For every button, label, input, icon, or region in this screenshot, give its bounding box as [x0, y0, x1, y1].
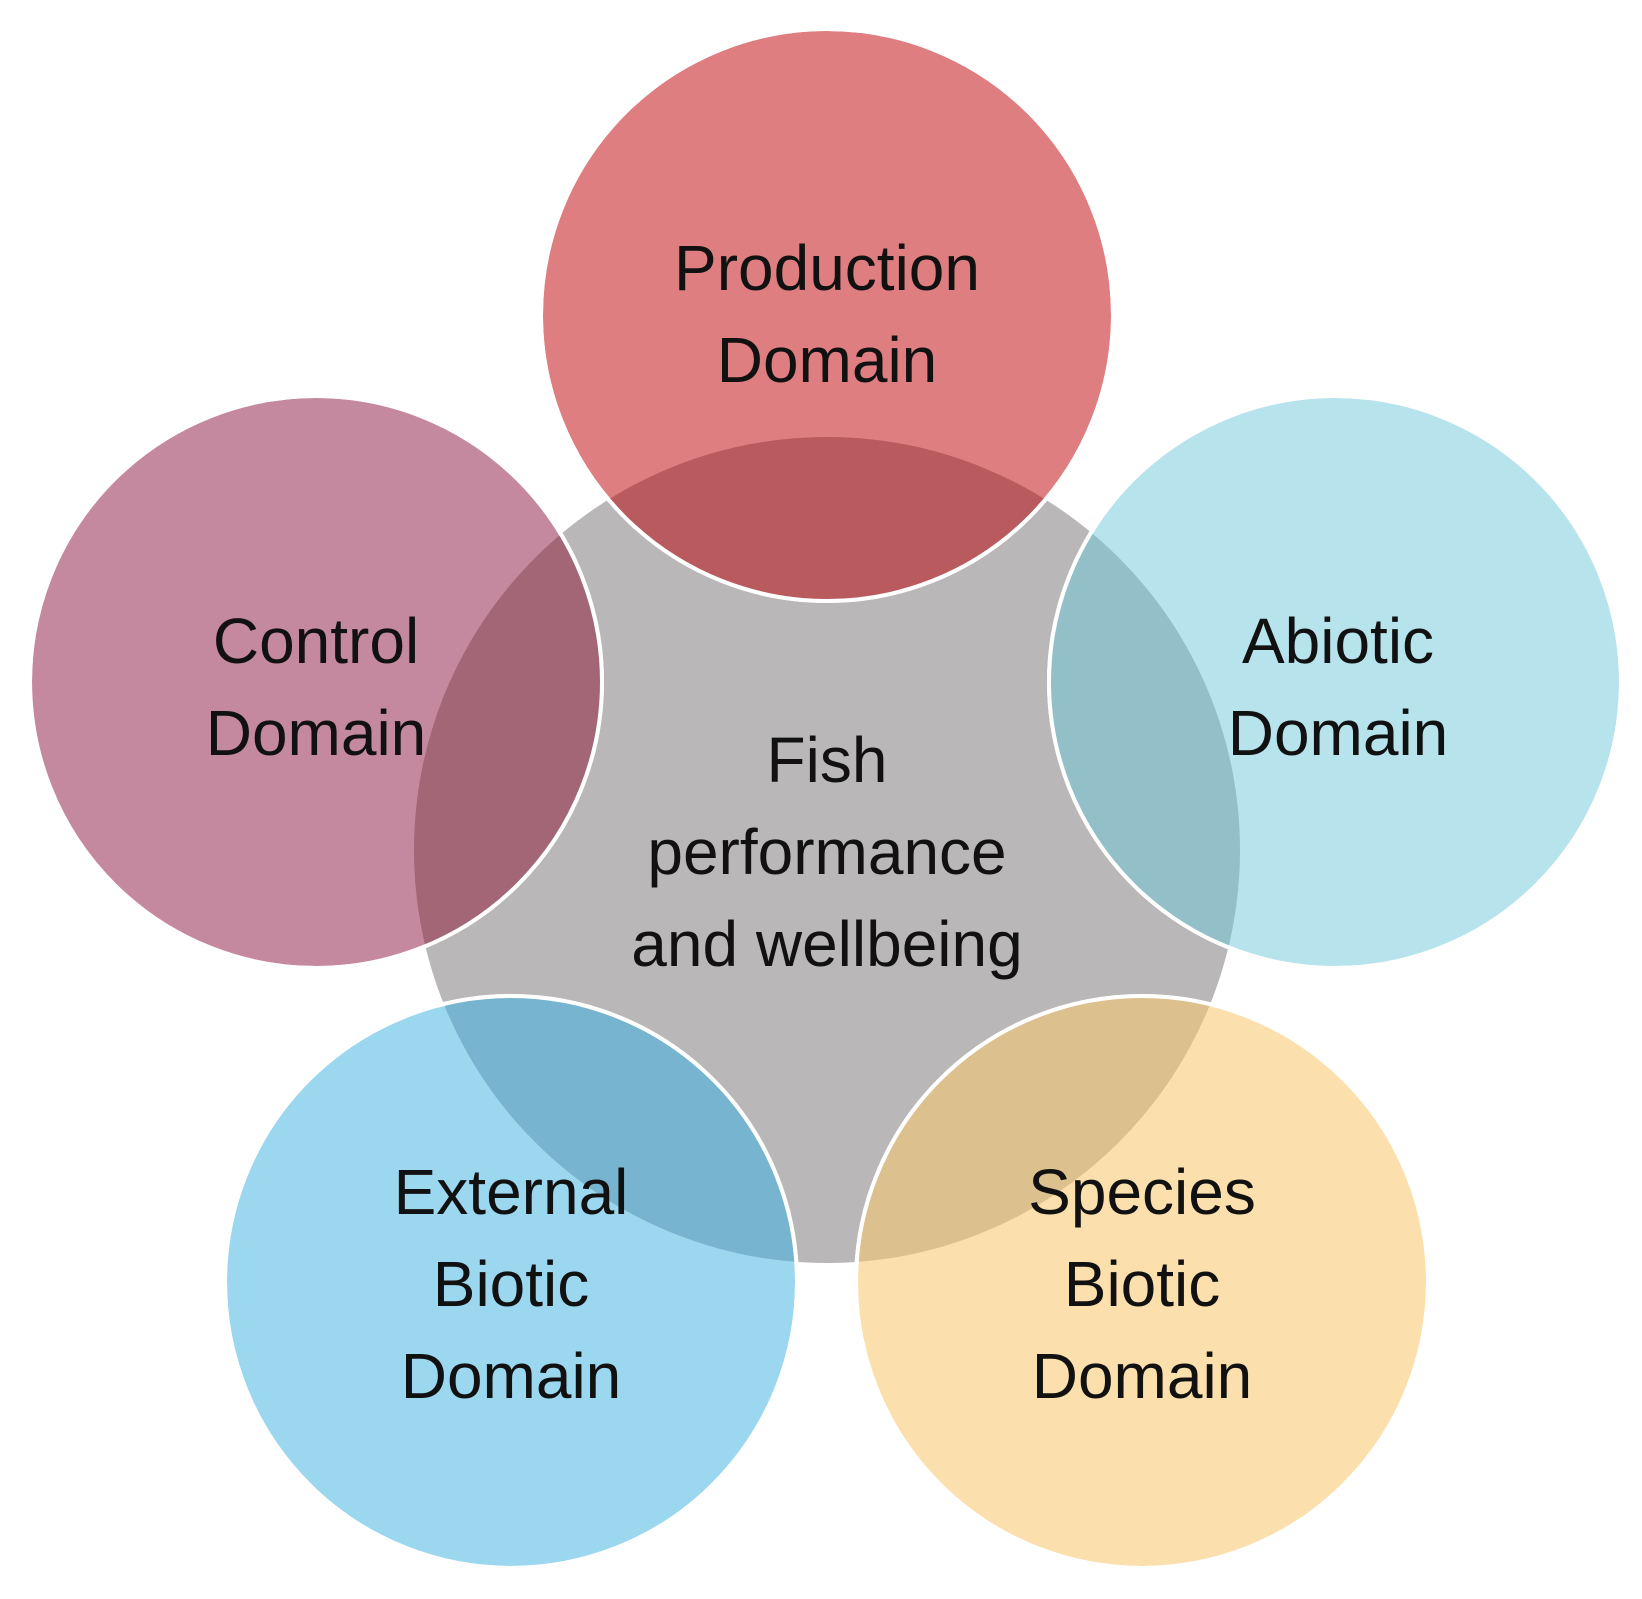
- external-biotic-domain-label-line: Domain: [400, 1340, 622, 1412]
- external-biotic-domain-label-line: Biotic: [432, 1248, 590, 1320]
- control-domain-label-line: Domain: [205, 697, 427, 769]
- external-biotic-domain-label-line: External: [393, 1156, 629, 1228]
- species-biotic-overlap: [856, 996, 1240, 1263]
- center-label: Fish performance and wellbeing: [631, 714, 1022, 990]
- abiotic-domain-label-line: Domain: [1227, 697, 1449, 769]
- abiotic-domain-label-line: Abiotic: [1241, 605, 1435, 677]
- production-domain-label-line: Domain: [716, 324, 938, 396]
- species-biotic-domain-label-line: Domain: [1031, 1340, 1253, 1412]
- center-label-line: and wellbeing: [631, 908, 1023, 980]
- external-biotic-overlap: [414, 996, 797, 1263]
- center-label-line: performance: [647, 816, 1007, 888]
- species-biotic-domain-label-line: Biotic: [1063, 1248, 1221, 1320]
- control-domain-label: Control Domain: [206, 595, 427, 779]
- external-biotic-domain-label: External Biotic Domain: [394, 1146, 629, 1422]
- production-domain-label: Production Domain: [674, 222, 980, 406]
- center-label-line: Fish: [766, 724, 888, 796]
- species-biotic-domain-label: Species Biotic Domain: [1028, 1146, 1256, 1422]
- control-domain-label-line: Control: [212, 605, 420, 677]
- species-biotic-domain-label-line: Species: [1028, 1156, 1256, 1228]
- abiotic-domain-label: Abiotic Domain: [1228, 595, 1449, 779]
- production-domain-label-line: Production: [674, 232, 980, 304]
